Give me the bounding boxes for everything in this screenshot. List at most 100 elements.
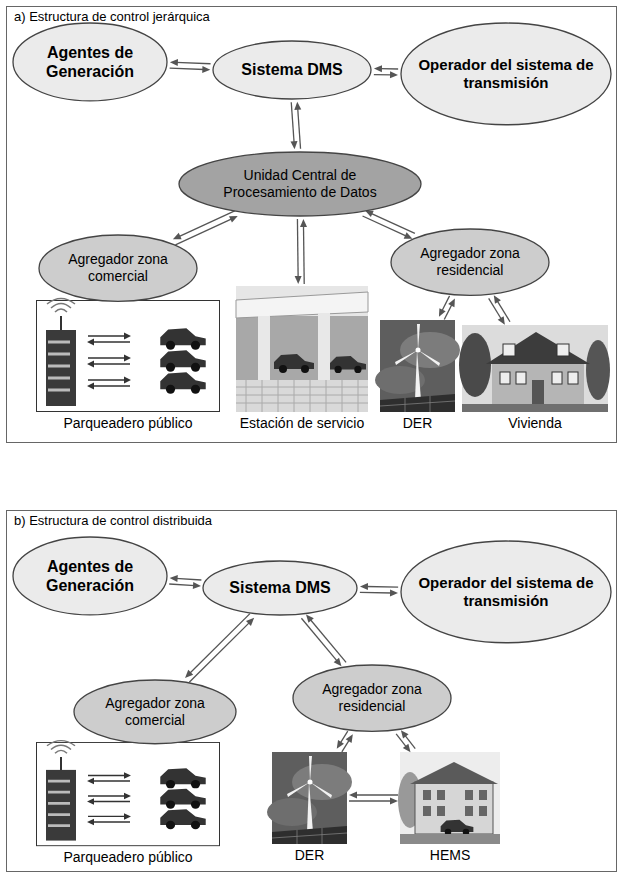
label-block: Operador del sistema de transmisión — [416, 56, 596, 92]
bidirectional-arrow — [337, 731, 353, 752]
panel-title: a) Estructura de control jerárquica — [14, 9, 210, 25]
arrow-head — [390, 798, 398, 805]
photo-node: Estación de servicio — [236, 286, 368, 434]
bidirectional-arrow — [439, 296, 455, 320]
photo-node: DER — [272, 752, 347, 866]
arrow-head — [401, 730, 409, 738]
ellipse-shape — [203, 561, 357, 615]
arrow-head — [193, 582, 201, 589]
wind-turbine-picture — [267, 752, 352, 844]
label-block: Sistema DMS — [241, 60, 342, 79]
ellipse-shape — [179, 152, 421, 216]
photo-caption: Estación de servicio — [240, 415, 365, 432]
arrow-head — [306, 614, 314, 622]
label-block: Agentes de Generación — [33, 43, 148, 81]
connector-line — [178, 211, 235, 237]
photo-area — [36, 300, 220, 412]
node-label: Agregador zona residencial — [413, 245, 528, 279]
node-label: Operador del sistema de transmisión — [416, 56, 596, 92]
connector-line — [175, 219, 232, 245]
ellipse-node: Agregador zona residencial — [292, 664, 452, 732]
ellipse-node: Sistema DMS — [202, 560, 358, 616]
caption-block: DER — [403, 415, 433, 432]
connector-line — [303, 225, 305, 284]
label-block: Sistema DMS — [229, 578, 330, 597]
arrow-head — [390, 589, 398, 596]
bidirectional-arrow — [169, 575, 201, 589]
caption-block: Parqueadero público — [63, 849, 192, 866]
arrow-head — [374, 65, 382, 72]
arrow-head — [390, 71, 398, 78]
photo-area — [380, 320, 455, 412]
arrow-head — [403, 744, 411, 752]
photo-caption: DER — [403, 415, 433, 432]
arrow-head — [300, 219, 307, 227]
connector-line — [170, 68, 205, 69]
arrow-head — [365, 211, 374, 218]
ellipse-node: Unidad Central de Procesamiento de Datos — [178, 151, 422, 217]
arrow-head — [246, 618, 254, 626]
ellipse-node: Agregador zona comercial — [73, 679, 237, 745]
photo-area — [400, 752, 500, 844]
panel-title: b) Estructura de control distribuida — [14, 513, 212, 529]
connector-line — [310, 619, 346, 662]
photo-caption: DER — [295, 847, 325, 864]
connector-line — [169, 584, 195, 586]
ellipse-shape — [13, 537, 167, 615]
ellipse-shape — [74, 680, 236, 744]
photo-node: DER — [380, 320, 455, 434]
ellipse-shape — [391, 229, 549, 295]
node-label: Agentes de Generación — [33, 557, 148, 595]
photo-area — [236, 286, 368, 412]
connector-line — [342, 739, 350, 752]
house-picture — [459, 325, 610, 412]
arrow-head — [291, 141, 298, 149]
ellipse-shape — [401, 23, 611, 125]
connector-line — [189, 614, 250, 674]
connector-line — [298, 108, 301, 149]
panel-title-block: b) Estructura de control distribuida — [14, 513, 212, 529]
label-block: Agregador zona comercial — [61, 251, 176, 285]
connector-line — [301, 618, 337, 661]
connector-line — [176, 578, 202, 580]
panel-frame: a) Estructura de control jerárquicaAgent… — [6, 6, 617, 443]
arrow-head — [346, 734, 353, 743]
arrow-head — [448, 299, 455, 308]
hems-building-picture — [398, 752, 500, 844]
caption-block: HEMS — [430, 847, 470, 864]
arrow-head — [173, 233, 182, 240]
label-block: Unidad Central de Procesamiento de Datos — [213, 167, 388, 201]
connector-line — [360, 592, 392, 594]
ellipse-shape — [293, 665, 451, 731]
connector-line — [355, 794, 398, 795]
ellipse-outline — [12, 22, 168, 102]
node-label: Operador del sistema de transmisión — [416, 574, 596, 610]
label-block: Agregador zona comercial — [98, 695, 213, 729]
ellipse-shape — [13, 23, 167, 101]
photo-area — [462, 325, 608, 412]
ellipse-node: Agentes de Generación — [12, 22, 168, 102]
connector-line — [189, 622, 250, 682]
service-station-picture — [236, 286, 368, 412]
arrow-head — [360, 583, 368, 590]
connector-line — [442, 296, 450, 312]
ellipse-node: Operador del sistema de transmisión — [400, 540, 612, 644]
bidirectional-arrow — [489, 295, 510, 325]
ellipse-shape — [401, 541, 611, 643]
photo-caption: Parqueadero público — [63, 415, 192, 432]
bidirectional-arrow — [185, 614, 254, 683]
ellipse-shape — [39, 235, 197, 301]
bidirectional-arrow — [374, 65, 398, 78]
node-label: Agregador zona comercial — [61, 251, 176, 285]
connector-line — [380, 68, 398, 70]
photo-area — [36, 742, 220, 846]
photo-node: Parqueadero público — [36, 300, 220, 434]
photo-area — [272, 752, 347, 844]
arrow-head — [494, 295, 501, 304]
node-label: Sistema DMS — [241, 60, 342, 79]
ellipse-outline — [12, 536, 168, 616]
caption-block: Vivienda — [508, 415, 561, 432]
